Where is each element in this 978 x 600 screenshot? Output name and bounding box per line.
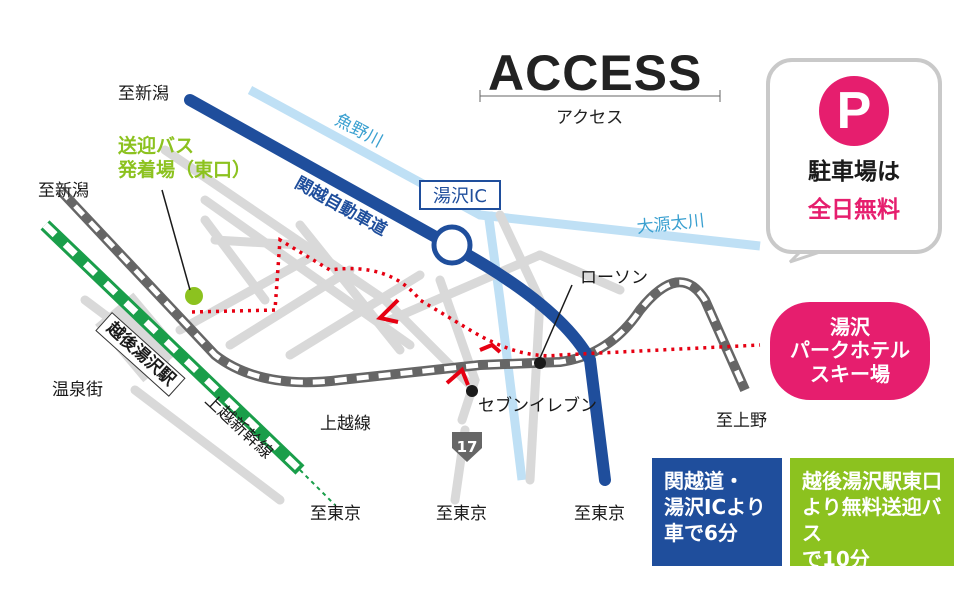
label-joetsu-line: 上越線	[320, 414, 371, 434]
label-yuzawa-ic: 湯沢IC	[419, 180, 501, 210]
route-arrow-3	[479, 342, 502, 354]
page-title: ACCESS	[488, 45, 703, 101]
seven-eleven-marker	[466, 385, 478, 397]
river-branch	[483, 211, 527, 481]
route-17-shield	[452, 432, 482, 462]
lawson-marker	[534, 357, 546, 369]
label-to-niigata-left: 至新潟	[38, 181, 89, 201]
parking-callout: P 駐車場は 全日無料	[766, 58, 942, 254]
hotel-badge: 湯沢 パークホテル スキー場	[770, 302, 930, 400]
info-bus-line-3: で10分	[802, 547, 870, 571]
page-subtitle: アクセス	[556, 108, 624, 128]
info-car: 関越道・ 湯沢ICより 車で6分	[652, 458, 782, 566]
hotel-line-1: 湯沢	[830, 314, 870, 339]
hotel-line-2: パークホテル	[790, 338, 910, 363]
label-to-niigata-top: 至新潟	[118, 84, 169, 104]
parking-icon: P	[819, 76, 889, 146]
route-17-number: 17	[456, 438, 478, 456]
label-to-tokyo-2: 至東京	[436, 504, 487, 524]
shuttle-line-2: 発着場（東口）	[118, 158, 252, 181]
label-seven-eleven: セブンイレブン	[478, 396, 597, 416]
hotel-line-3: スキー場	[810, 361, 890, 386]
info-bus-line-1: 越後湯沢駅東口	[802, 469, 942, 493]
lawson-leader	[539, 284, 573, 359]
label-to-kamino: 至上野	[716, 411, 767, 431]
ic-interchange	[431, 224, 473, 266]
info-car-line-3: 車で6分	[664, 521, 738, 545]
label-shuttle-stop: 送迎バス 発着場（東口）	[118, 135, 251, 183]
info-bus-line-2: より無料送迎バス	[802, 495, 942, 545]
shuttle-line-1: 送迎バス	[118, 135, 195, 157]
river-uonogawa	[247, 86, 761, 251]
label-to-tokyo-3: 至東京	[574, 504, 625, 524]
parking-line-1: 駐車場は	[808, 159, 900, 185]
info-bus: 越後湯沢駅東口 より無料送迎バス で10分	[790, 458, 954, 571]
label-onsen-town: 温泉街	[52, 380, 103, 400]
info-car-line-2: 湯沢ICより	[664, 495, 766, 519]
route-arrow-1	[376, 298, 400, 324]
shuttle-leader	[161, 189, 191, 291]
road-grid	[80, 145, 625, 505]
route-arrow-2	[445, 366, 470, 386]
parking-line-2: 全日無料	[808, 197, 900, 223]
label-to-tokyo-1: 至東京	[310, 504, 361, 524]
label-lawson: ローソン	[580, 268, 648, 288]
info-car-line-1: 関越道・	[664, 469, 744, 493]
shuttle-stop-marker	[185, 287, 203, 305]
